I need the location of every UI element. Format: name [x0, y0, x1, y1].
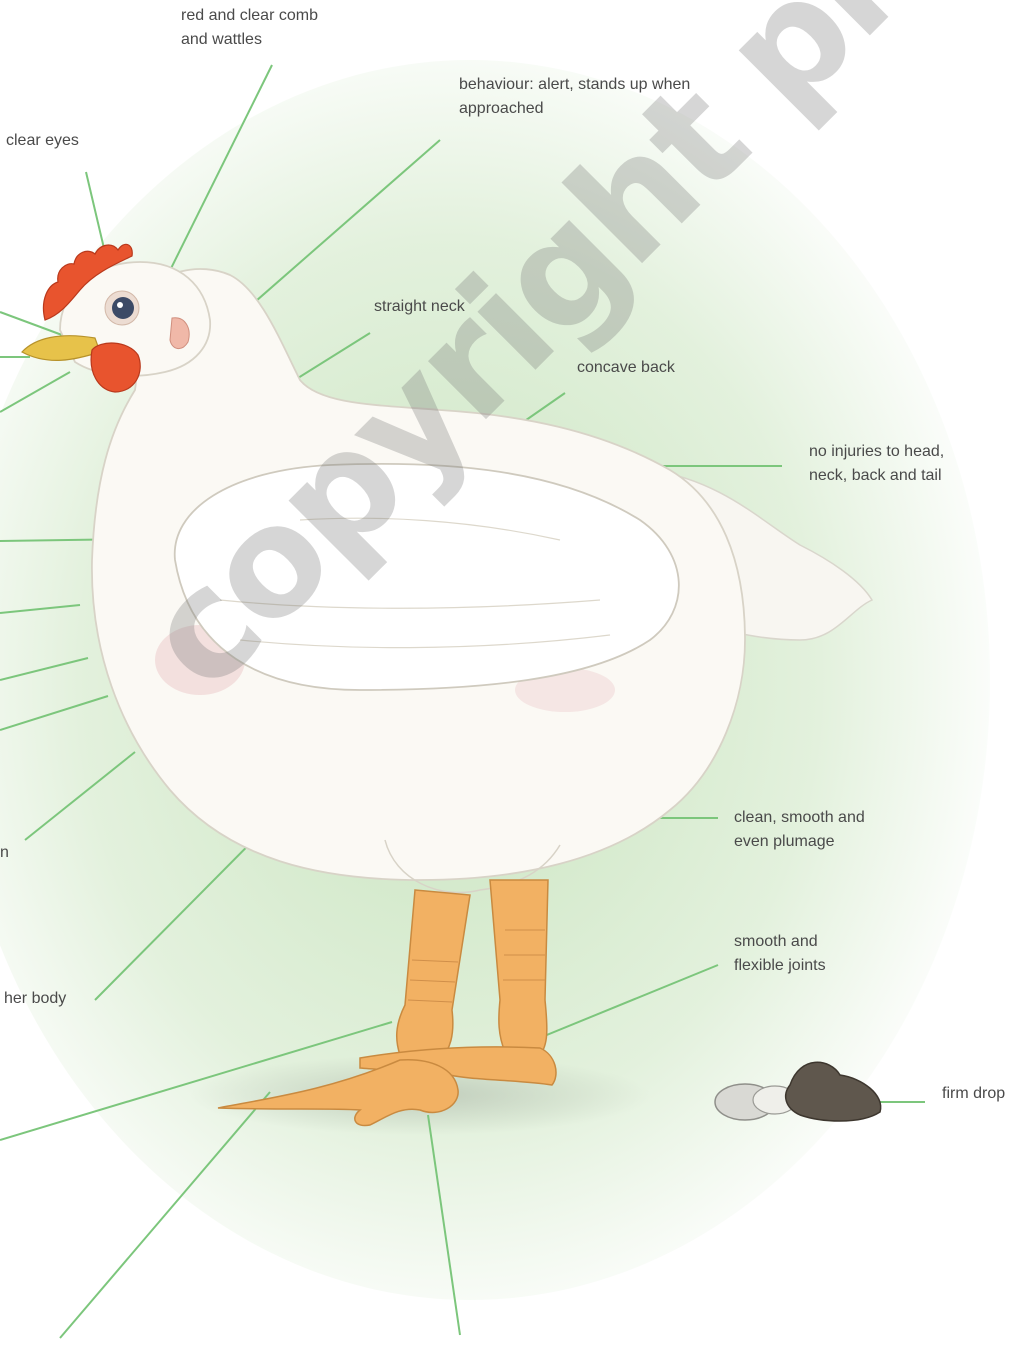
- label-plumage: clean, smooth and even plumage: [734, 806, 865, 854]
- label-droppings: firm drop: [942, 1082, 1005, 1106]
- leg-back: [490, 880, 548, 1055]
- label-partial-n: n: [0, 841, 9, 865]
- label-injuries: no injuries to head, neck, back and tail: [809, 440, 944, 488]
- label-comb: red and clear comb and wattles: [181, 4, 318, 52]
- label-partial-body: her body: [4, 987, 66, 1011]
- eye: [112, 297, 134, 319]
- label-joints: smooth and flexible joints: [734, 930, 826, 978]
- label-eyes: clear eyes: [6, 129, 79, 153]
- eye-highlight: [117, 302, 123, 308]
